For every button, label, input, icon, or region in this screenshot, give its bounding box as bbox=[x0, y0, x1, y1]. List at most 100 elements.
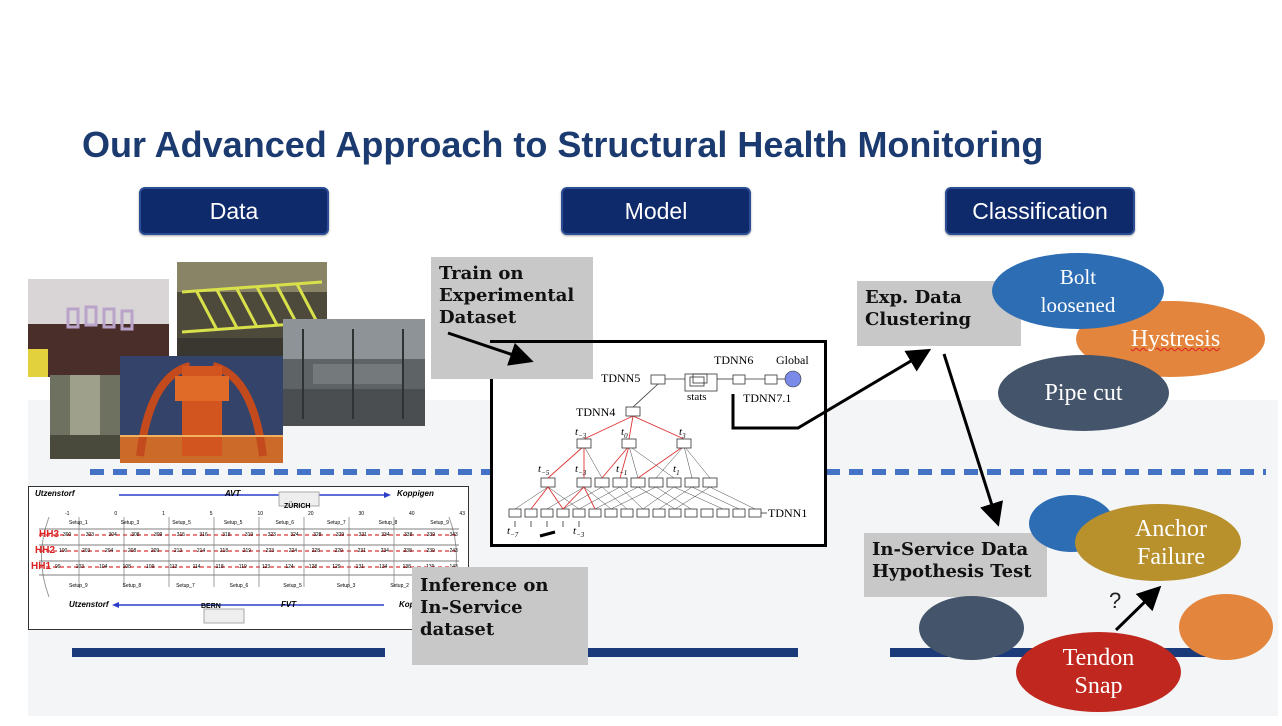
sensor-number: 219 bbox=[242, 548, 252, 554]
sensor-number: 324 bbox=[290, 532, 299, 538]
solid-bar-middle bbox=[560, 648, 798, 657]
map-bottom-left-label: Utzenstorf bbox=[69, 600, 109, 609]
sensor-number: 213 bbox=[173, 548, 183, 554]
classification-header: Classification bbox=[945, 187, 1135, 235]
label-stats: stats bbox=[687, 391, 707, 403]
orange-oval-small bbox=[1179, 594, 1273, 660]
label-t-minus-3-bottom: t−3 bbox=[573, 525, 585, 540]
map-zurich-label: ZÜRICH bbox=[284, 503, 311, 510]
setup-label: Setup_8 bbox=[122, 583, 142, 589]
label-t-minus-7: t−7 bbox=[507, 525, 519, 540]
sensor-number: 228 bbox=[311, 548, 320, 554]
pipe-cut-label: Pipe cut bbox=[1044, 380, 1123, 406]
label-tdnn5: TDNN5 bbox=[601, 371, 641, 385]
sensor-number: 224 bbox=[288, 548, 298, 554]
sensor-number: 103 bbox=[75, 564, 85, 570]
map-fvt-label: FVT bbox=[281, 600, 297, 609]
anchor-failure-oval: Anchor Failure bbox=[1075, 504, 1241, 581]
sensor-number: 129 bbox=[332, 564, 341, 570]
setup-label: Setup_5 bbox=[283, 583, 302, 589]
sensor-number: 104 bbox=[99, 564, 108, 570]
hypothesis-note: In-Service Data Hypothesis Test bbox=[864, 533, 1047, 597]
span-number: 10 bbox=[257, 511, 264, 517]
pipe-cut-oval: Pipe cut bbox=[998, 355, 1169, 431]
photo-lab-hall bbox=[283, 319, 425, 426]
setup-label: Setup_5 bbox=[223, 520, 243, 526]
setup-label: Setup_9 bbox=[69, 583, 88, 589]
sensor-number: 309 bbox=[153, 532, 163, 538]
sensor-number: 119 bbox=[238, 564, 247, 570]
sensor-number: 128 bbox=[308, 564, 318, 570]
setup-label: Setup_9 bbox=[430, 520, 449, 526]
sensor-number: 203 bbox=[81, 548, 91, 554]
sensor-number: 239 bbox=[426, 548, 435, 554]
model-box-top-border bbox=[490, 340, 827, 343]
setup-label: Setup_3 bbox=[120, 520, 140, 526]
sensor-number: 204 bbox=[104, 548, 114, 554]
label-tdnn6: TDNN6 bbox=[714, 353, 754, 367]
sensor-number: 131 bbox=[355, 564, 365, 570]
sensor-number: 123 bbox=[261, 564, 271, 570]
photo-column bbox=[50, 375, 122, 459]
setup-label: Setup_7 bbox=[327, 520, 346, 526]
setup-label: Setup_8 bbox=[378, 520, 398, 526]
sensor-number: 334 bbox=[381, 532, 390, 538]
train-note: Train on Experimental Dataset bbox=[431, 257, 593, 379]
sensor-number: 316 bbox=[199, 532, 208, 538]
sensor-number: 243 bbox=[449, 548, 458, 554]
setup-label: Setup_6 bbox=[229, 583, 249, 589]
sensor-number: 329 bbox=[335, 532, 345, 538]
setup-label: Setup_3 bbox=[336, 583, 356, 589]
slate-oval-small bbox=[919, 596, 1024, 660]
sensor-number: 138 bbox=[402, 564, 411, 570]
sensor-number: 331 bbox=[358, 532, 367, 538]
sensor-number: 308 bbox=[131, 532, 140, 538]
sensor-number: 304 bbox=[108, 532, 117, 538]
sensor-number: 231 bbox=[357, 548, 366, 554]
label-t-minus-1: t−1 bbox=[616, 463, 628, 478]
sensor-number: 323 bbox=[267, 532, 276, 538]
span-number: 40 bbox=[408, 511, 415, 517]
sensor-number: 319 bbox=[244, 532, 254, 538]
sensor-number: 318 bbox=[222, 532, 231, 538]
tendon-snap-oval: Tendon Snap bbox=[1016, 632, 1181, 712]
map-avt-label: AVT bbox=[225, 489, 241, 498]
setup-label: Setup_5 bbox=[172, 520, 191, 526]
model-header-label: Model bbox=[624, 197, 688, 224]
hystresis-label: Hystresis bbox=[1130, 326, 1221, 352]
label-t-minus-3-mid: t−3 bbox=[575, 463, 587, 478]
sensor-number: 229 bbox=[334, 548, 343, 554]
bridge-sensor-map: Utzenstorf Koppigen AVT ZÜRICH Utzenstor… bbox=[28, 486, 469, 630]
sensor-number: 234 bbox=[380, 548, 389, 554]
label-t-3: t3 bbox=[679, 426, 686, 441]
inference-note: Inference on In-Service dataset bbox=[412, 567, 588, 665]
label-t-1: t1 bbox=[673, 463, 680, 478]
span-number: 0 bbox=[114, 511, 118, 517]
sensor-number: 238 bbox=[403, 548, 412, 554]
sensor-number: 338 bbox=[404, 532, 413, 538]
setup-label: Setup_6 bbox=[275, 520, 295, 526]
map-setups-bottom: Setup_9 Setup_8 Setup_7 Setup_6 Setup_5 Setup… bbox=[69, 583, 409, 589]
sensor-number: 300 bbox=[63, 532, 72, 538]
span-number: 5 bbox=[209, 511, 213, 517]
network-graph bbox=[508, 370, 802, 527]
map-hh2-label: HH2 bbox=[35, 545, 56, 556]
classification-header-label: Classification bbox=[972, 197, 1108, 224]
photo-red-rig bbox=[120, 356, 283, 463]
label-tdnn1: TDNN1 bbox=[768, 506, 808, 520]
solid-bar-left bbox=[72, 648, 385, 657]
label-global: Global bbox=[776, 353, 809, 367]
sensor-number: 223 bbox=[265, 548, 275, 554]
span-number: 43 bbox=[459, 511, 465, 517]
map-bottom-right-label: Kop bbox=[399, 600, 415, 609]
map-bern-label: BERN bbox=[201, 603, 221, 610]
label-tdnn7-1: TDNN7.1 bbox=[743, 391, 792, 405]
clustering-note: Exp. Data Clustering bbox=[857, 281, 1021, 346]
setup-label: Setup_7 bbox=[176, 583, 195, 589]
sensor-number: 134 bbox=[379, 564, 388, 570]
sensor-number: 114 bbox=[192, 564, 201, 570]
span-number: 20 bbox=[307, 511, 314, 517]
